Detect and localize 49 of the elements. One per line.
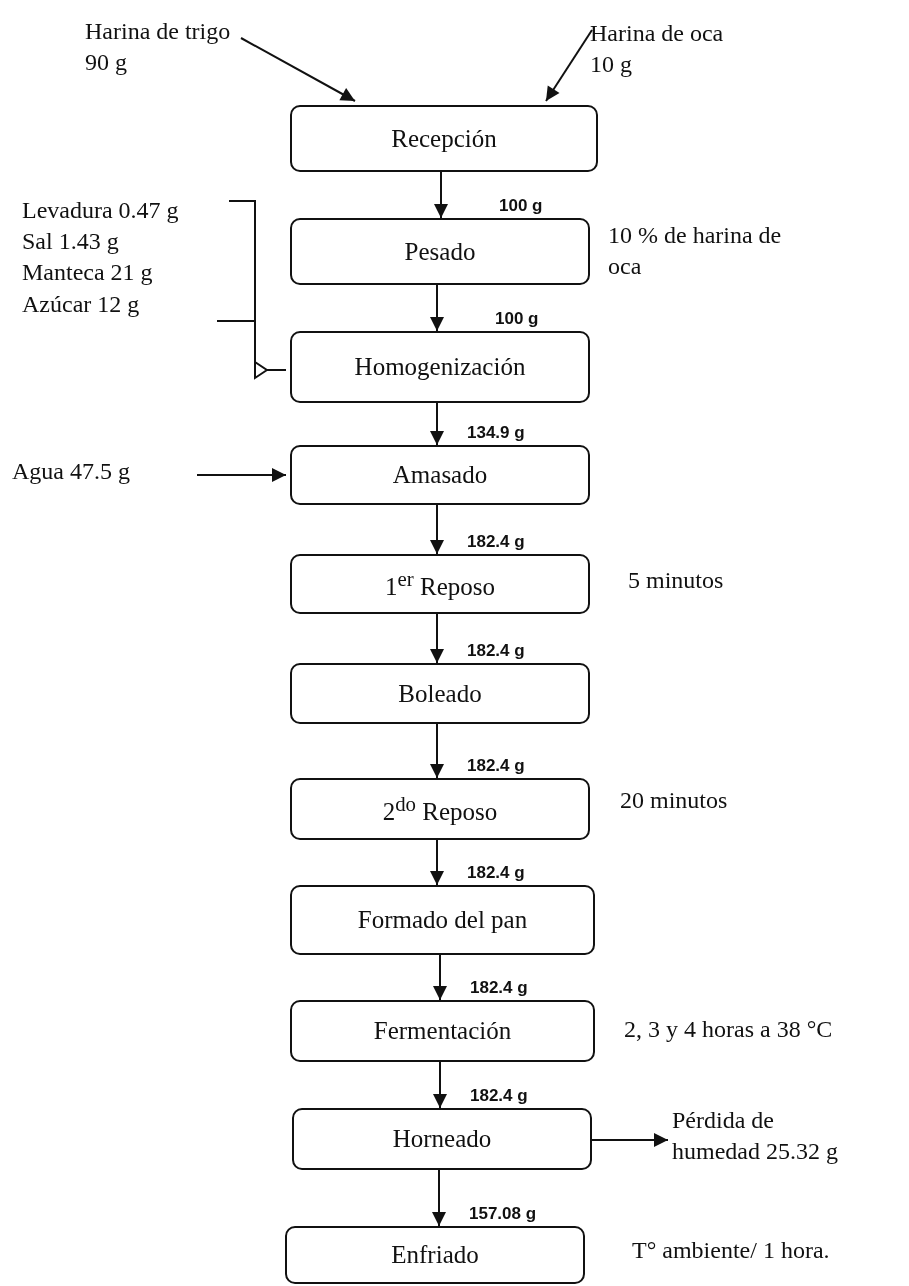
- ingredient-row-text: Sal 1.43 g: [22, 227, 120, 257]
- edge-label: 134.9 g: [467, 423, 525, 443]
- input-text: Harina de oca 10 g: [590, 18, 735, 88]
- arrow: [430, 723, 444, 779]
- edge-label: 100 g: [495, 309, 539, 329]
- edge-label: 100 g: [499, 196, 543, 216]
- ingredient-row-text: Levadura 0.47 g: [22, 196, 180, 225]
- arrow: [432, 1169, 446, 1227]
- arrow: [433, 954, 447, 1001]
- process-box: Recepción: [290, 105, 598, 172]
- arrow: [430, 613, 444, 664]
- edge-label: 182.4 g: [470, 978, 528, 998]
- arrow: [434, 171, 448, 219]
- arrow: [240, 37, 356, 102]
- edge-label: 182.4 g: [467, 532, 525, 552]
- process-box: Homogenización: [290, 331, 590, 403]
- arrow: [591, 1133, 669, 1147]
- process-box: 2$^{do}$ Reposo: [290, 778, 590, 840]
- step-note: 5 minutos: [628, 566, 725, 595]
- process-box: Enfriado: [285, 1226, 585, 1284]
- arrow: [430, 284, 444, 332]
- edge-label: 182.4 g: [470, 1086, 528, 1106]
- arrow: [196, 468, 287, 482]
- step-note: T° ambiente/ 1 hora.: [632, 1236, 831, 1265]
- edge-label: 157.08 g: [469, 1204, 537, 1224]
- edge-label: 182.4 g: [467, 756, 525, 776]
- process-box: Boleado: [290, 663, 590, 724]
- process-box: Formado del pan: [290, 885, 595, 955]
- edge-label: 182.4 g: [467, 641, 525, 661]
- process-box: Pesado: [290, 218, 590, 285]
- input-text: Agua 47.5 g: [12, 456, 187, 492]
- process-box: Fermentación: [290, 1000, 595, 1062]
- arrow: [430, 504, 444, 555]
- process-box: Horneado: [292, 1108, 592, 1170]
- step-note: 20 minutos: [620, 786, 729, 815]
- step-note: 2, 3 y 4 horas a 38 °C: [624, 1015, 834, 1044]
- process-box: Amasado: [290, 445, 590, 505]
- ingredient-row-text: Manteca 21 g: [22, 258, 154, 288]
- ingredient-row-text: Azúcar 12 g: [22, 289, 141, 319]
- step-note: 10 % de harina de oca: [608, 221, 783, 282]
- bracket-connector: [216, 200, 287, 380]
- arrow: [430, 839, 444, 886]
- input-text: Harina de trigo 90 g: [85, 16, 253, 86]
- arrow: [430, 402, 444, 446]
- process-box: 1$^{er}$ Reposo: [290, 554, 590, 614]
- arrow: [433, 1061, 447, 1109]
- edge-label: 182.4 g: [467, 863, 525, 883]
- input-text: Pérdida de humedad 25.32 g: [672, 1105, 852, 1175]
- arrow: [545, 29, 593, 102]
